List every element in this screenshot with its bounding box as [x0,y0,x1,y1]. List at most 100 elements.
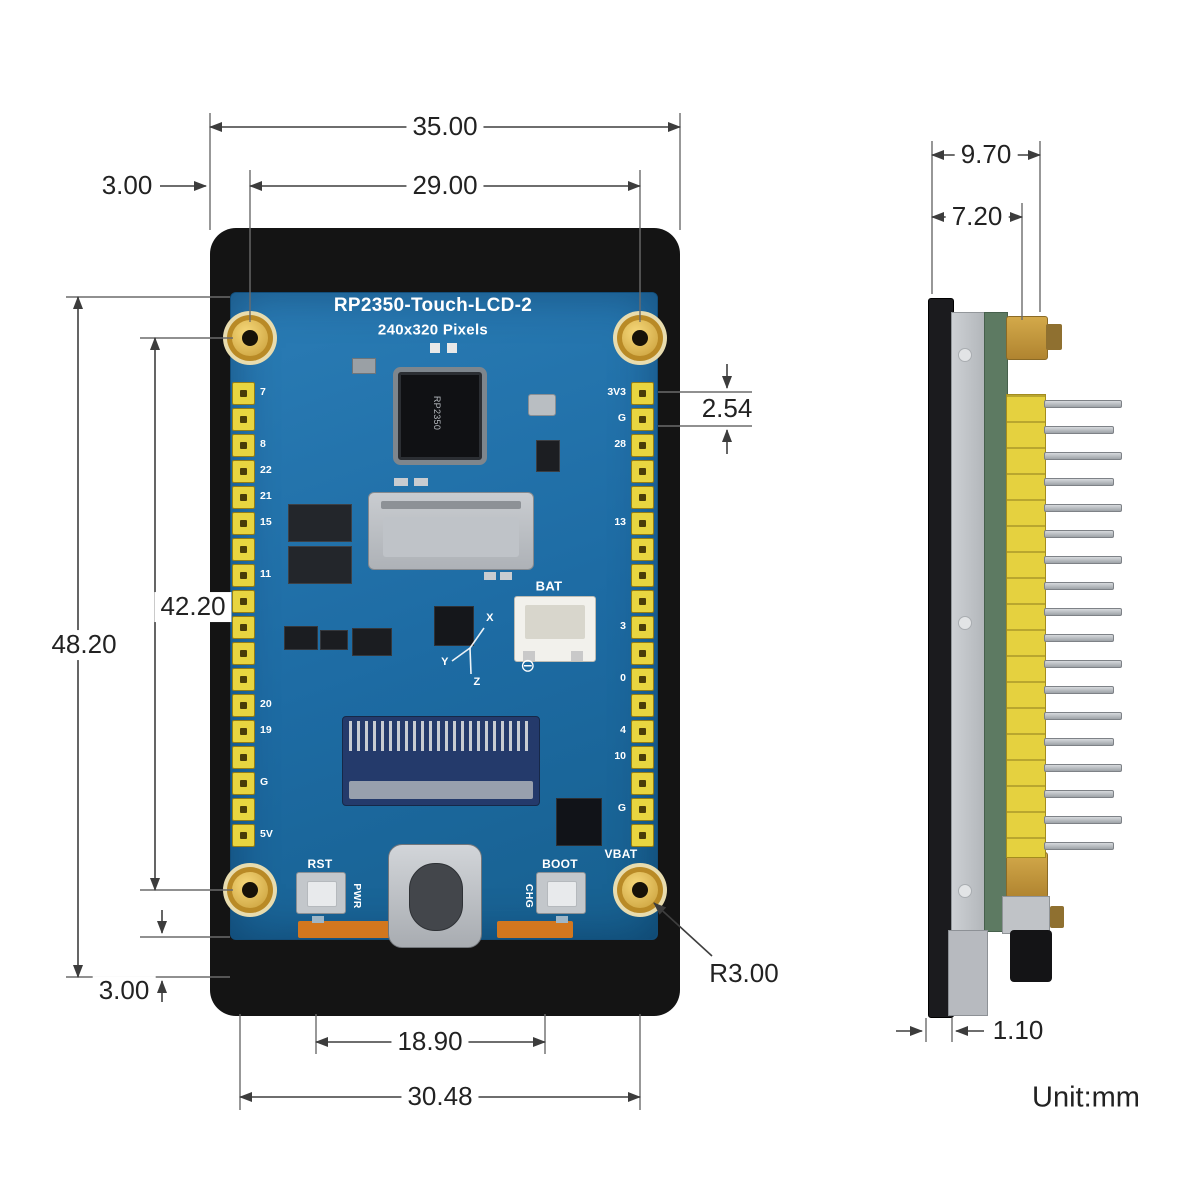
header-pin-right [631,434,654,457]
copper-strip [497,921,573,938]
pin-hole [639,780,646,787]
header-pin-right [631,616,654,639]
header-pin-right [631,408,654,431]
board-title: RP2350-Touch-LCD-2 [333,295,533,316]
header-pin-left [232,538,255,561]
pin-hole [639,598,646,605]
header-pin-right [631,668,654,691]
pin-hole [240,806,247,813]
pin-hole [639,546,646,553]
dim-pin-pitch: 2.54 [695,393,759,424]
pin-hole [639,702,646,709]
component [430,343,440,353]
header-pin-side [1044,582,1114,590]
dim-bottom-width: 30.48 [401,1081,479,1112]
header-pin-left [232,798,255,821]
header-pin-right [631,486,654,509]
pin-hole [639,728,646,735]
transistor [352,628,392,656]
battery-connector [514,596,596,662]
crystal [528,394,556,416]
pin-hole [639,494,646,501]
dim-side-total: 9.70 [954,139,1018,170]
header-pin-right [631,538,654,561]
imu-chip [434,606,474,646]
dim-edge-offset-top: 3.00 [95,170,159,201]
pin-header-side [1006,394,1046,858]
copper-strip [298,921,390,938]
pin-label-right: G [617,411,626,424]
header-pin-left [232,434,255,457]
header-pin-side [1044,738,1114,746]
header-pin-side [1044,712,1122,720]
pin-hole [639,572,646,579]
pin-label-left: 11 [260,567,272,580]
component [414,478,428,486]
mounting-hole [617,315,663,361]
screw [958,348,972,362]
header-pin-right [631,590,654,613]
dim-top-width: 35.00 [406,111,484,142]
pin-hole [639,806,646,813]
header-pin-left [232,694,255,717]
board-subtitle: 240x320 Pixels [377,321,489,339]
pin-hole [639,442,646,449]
dim-hole-span-v: 42.20 [154,591,232,622]
pin-hole [240,754,247,761]
pin-label-right: 4 [620,723,626,736]
pin-hole [639,416,646,423]
pin-hole [240,598,247,605]
header-pin-right [631,694,654,717]
mounting-hole [617,867,663,913]
header-pin-right [631,512,654,535]
pin-hole [240,572,247,579]
header-pin-left [232,486,255,509]
header-pin-side [1044,530,1114,538]
axis-z-label: Z [473,676,481,688]
header-pin-left [232,642,255,665]
pin-hole [240,546,247,553]
pin-label-left: 7 [260,385,266,398]
pin-hole [240,416,247,423]
header-pin-right [631,798,654,821]
standoff-nut [1046,324,1062,350]
pin-hole [240,832,247,839]
header-pin-side [1044,764,1122,772]
header-pin-left [232,720,255,743]
lcd-connector-shield [368,492,534,570]
pin-hole [240,650,247,657]
pin-label-right: 28 [614,437,626,450]
unit-label: Unit:mm [1026,1081,1146,1115]
boot-button [536,872,586,914]
pin-label-left: 19 [260,723,272,736]
screw [958,884,972,898]
transistor [284,626,318,650]
minus-symbol: ⊖ [520,655,536,677]
header-pin-right [631,824,654,847]
pin-label-right: 0 [620,671,626,684]
usb-side [1002,896,1050,934]
pin-hole [240,442,247,449]
header-pin-left [232,772,255,795]
pin-hole [639,624,646,631]
soic-chip [288,546,352,584]
pin-hole [639,390,646,397]
standoff-nut [1050,906,1064,928]
header-pin-left [232,408,255,431]
pin-label-left: 21 [260,489,272,502]
header-pin-side [1044,608,1122,616]
header-pin-side [1044,686,1114,694]
bracket-side [948,930,988,1016]
pin-label-left: 8 [260,437,266,450]
pin-hole [240,676,247,683]
pin-label-left: 22 [260,463,272,476]
standoff-top [1006,316,1048,360]
header-pin-right [631,564,654,587]
pin-label-right: 3 [620,619,626,632]
component [484,572,496,580]
header-pin-right [631,382,654,405]
pin-hole [240,780,247,787]
header-pin-right [631,772,654,795]
pin-label-left: 5V [260,827,273,840]
header-pin-left [232,564,255,587]
